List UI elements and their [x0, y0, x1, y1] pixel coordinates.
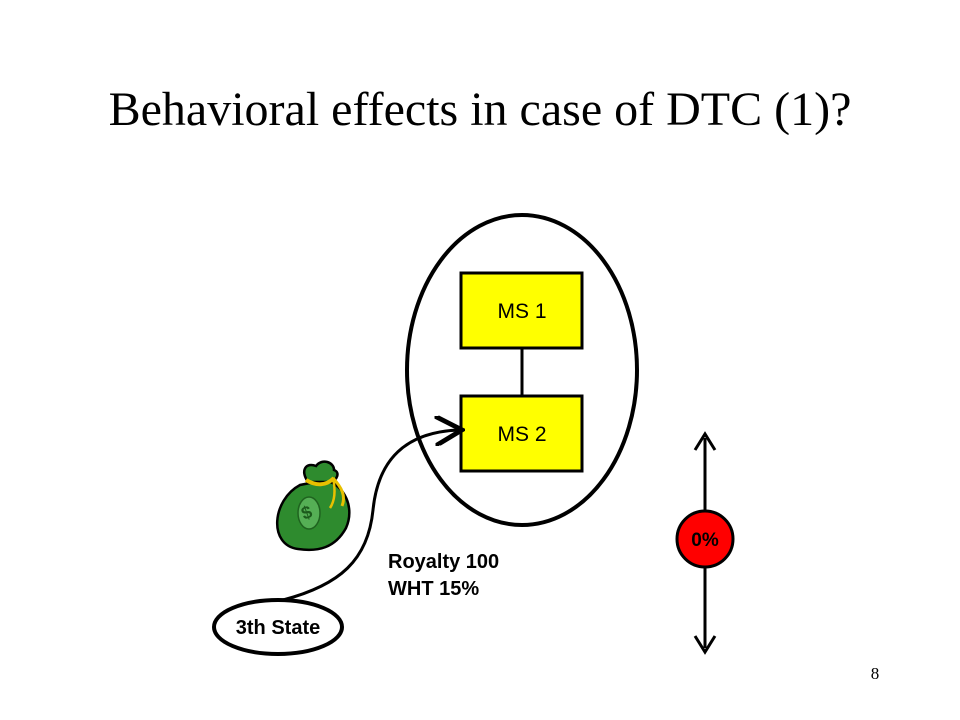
ms1-label: MS 1 [497, 300, 546, 323]
ms2-label: MS 2 [497, 423, 546, 446]
member-states-group-ellipse [405, 213, 639, 527]
ms2-box: MS 2 [459, 394, 584, 473]
page-number: 8 [870, 664, 880, 683]
slide-title: Behavioral effects in case of DTC (1)? [108, 83, 852, 136]
wht-label: WHT 15% [388, 578, 479, 600]
zero-rate-label: 0% [691, 530, 719, 551]
money-bag-icon: $ [275, 460, 351, 552]
zero-rate-badge: 0% [675, 509, 735, 569]
third-state-label: 3th State [236, 617, 320, 639]
ms1-box: MS 1 [459, 271, 584, 350]
royalty-flow-arrow [282, 430, 459, 602]
third-state-node: 3th State [212, 598, 344, 656]
royalty-label: Royalty 100 [388, 551, 499, 573]
